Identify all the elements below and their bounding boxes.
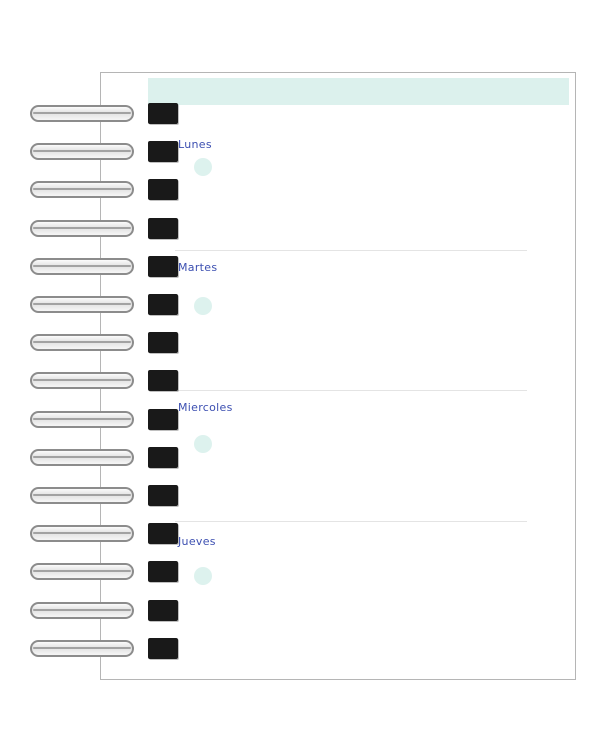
spiral-cap (148, 523, 178, 545)
spiral-coil (30, 179, 178, 201)
spiral-wire (30, 563, 134, 581)
paper-page (100, 72, 576, 680)
spiral-cap (148, 179, 178, 201)
spiral-coil (30, 523, 178, 545)
spiral-coil (30, 599, 178, 621)
spiral-wire (30, 601, 134, 619)
spiral-coil (30, 408, 178, 430)
spiral-coil (30, 217, 178, 239)
section-divider (175, 521, 527, 522)
spiral-coil (30, 485, 178, 506)
section-divider (175, 250, 527, 251)
spiral-cap (148, 370, 178, 392)
spiral-wire (30, 143, 134, 161)
spiral-coil (30, 294, 178, 315)
spiral-cap (148, 561, 178, 583)
spiral-cap (148, 332, 178, 354)
spiral-coil (30, 446, 178, 468)
spiral-wire (30, 372, 134, 390)
spiral-wire (30, 334, 134, 352)
spiral-wire (30, 525, 134, 543)
day-bullet-circle-miercoles (194, 435, 212, 453)
spiral-cap (148, 637, 178, 659)
spiral-coil (30, 637, 178, 659)
spiral-wire (30, 487, 134, 504)
spiral-cap (148, 141, 178, 163)
spiral-wire (30, 219, 134, 237)
spiral-coil (30, 103, 178, 124)
spiral-coil (30, 255, 178, 277)
day-label-jueves: Jueves (178, 535, 216, 548)
spiral-cap (148, 485, 178, 506)
spiral-wire (30, 105, 134, 122)
spiral-coil (30, 370, 178, 392)
spiral-cap (148, 103, 178, 124)
day-label-lunes: Lunes (178, 138, 212, 151)
spiral-cap (148, 294, 178, 315)
day-label-martes: Martes (178, 261, 218, 274)
day-label-miercoles: Miercoles (178, 401, 233, 414)
day-bullet-circle-lunes (194, 158, 212, 176)
spiral-cap (148, 599, 178, 621)
spiral-wire (30, 639, 134, 657)
spiral-coil (30, 332, 178, 354)
spiral-wire (30, 181, 134, 199)
header-band (148, 78, 569, 105)
spiral-binding (0, 0, 178, 750)
spiral-cap (148, 255, 178, 277)
spiral-wire (30, 410, 134, 428)
spiral-cap (148, 408, 178, 430)
spiral-cap (148, 217, 178, 239)
day-bullet-circle-martes (194, 297, 212, 315)
spiral-wire (30, 448, 134, 466)
spiral-wire (30, 257, 134, 275)
spiral-coil (30, 141, 178, 163)
spiral-coil (30, 561, 178, 583)
spiral-wire (30, 296, 134, 313)
section-divider (175, 390, 527, 391)
spiral-cap (148, 446, 178, 468)
day-bullet-circle-jueves (194, 567, 212, 585)
